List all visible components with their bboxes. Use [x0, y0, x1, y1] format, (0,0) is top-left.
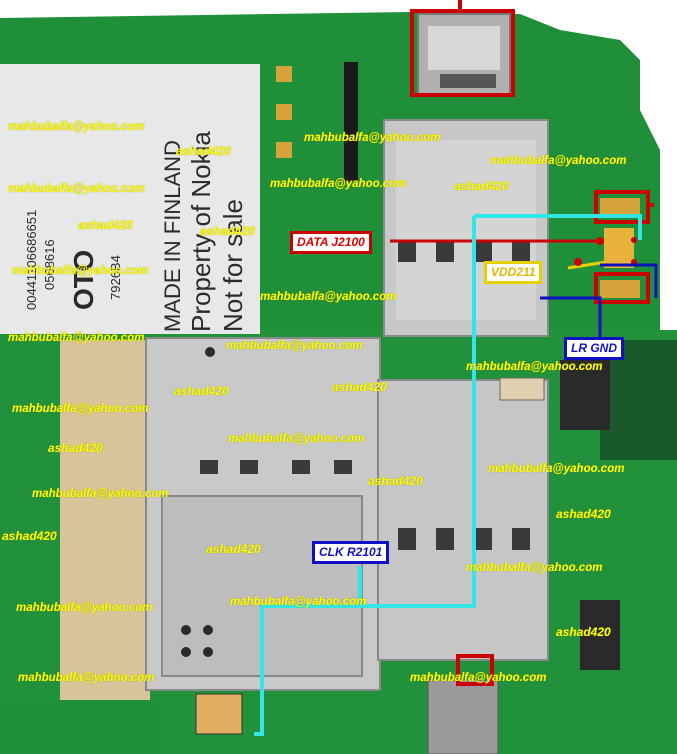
watermark-name: ashad420 [48, 441, 103, 455]
watermark-email: mahbubalfa@yahoo.com [8, 121, 145, 133]
watermark-email: mahbubalfa@yahoo.com [466, 562, 603, 574]
lr-gnd-label: LR GND [564, 337, 624, 360]
watermark-email: mahbubalfa@yahoo.com [228, 433, 365, 445]
clk-r2101-label: CLK R2101 [312, 541, 390, 564]
watermark-email: mahbubalfa@yahoo.com [230, 596, 367, 608]
watermark-email: mahbubalfa@yahoo.com [410, 672, 547, 684]
sticker-code-4: 7926B4 [108, 255, 123, 300]
sticker-made-in: MADE IN FINLAND [160, 140, 185, 332]
watermark-email: mahbubalfa@yahoo.com [490, 155, 627, 167]
watermark-name: ashad420 [556, 625, 611, 639]
watermark-email: mahbubalfa@yahoo.com [12, 403, 149, 415]
watermark-name: ashad420 [206, 542, 261, 556]
data-j2100-label: DATA J2100 [290, 231, 372, 254]
product-sticker [0, 64, 260, 334]
watermark-name: ashad420 [368, 474, 423, 488]
sticker-code-1: 00441106686651 [24, 209, 39, 310]
vdd211-label: VDD211 [484, 261, 543, 284]
watermark-name: ashad420 [454, 179, 509, 193]
watermark-email: mahbubalfa@yahoo.com [270, 178, 407, 190]
watermark-email: mahbubalfa@yahoo.com [226, 340, 363, 352]
watermark-email: mahbubalfa@yahoo.com [32, 488, 169, 500]
watermark-email: mahbubalfa@yahoo.com [8, 332, 145, 344]
watermark-name: ashad420 [332, 380, 387, 394]
sticker-not-for-sale: Not for sale [218, 199, 248, 332]
watermark-name: ashad420 [200, 224, 255, 238]
watermark-email: mahbubalfa@yahoo.com [260, 291, 397, 303]
watermark-email: mahbubalfa@yahoo.com [18, 672, 155, 684]
watermark-email: mahbubalfa@yahoo.com [8, 183, 145, 195]
watermark-email: mahbubalfa@yahoo.com [12, 265, 149, 277]
watermark-name: ashad420 [556, 507, 611, 521]
watermark-email: mahbubalfa@yahoo.com [488, 463, 625, 475]
watermark-name: ashad420 [2, 529, 57, 543]
watermark-email: mahbubalfa@yahoo.com [304, 132, 441, 144]
sticker-code-3: OTO [68, 249, 99, 310]
watermark-name: ashad420 [174, 384, 229, 398]
watermark-email: mahbubalfa@yahoo.com [16, 602, 153, 614]
watermark-email: mahbubalfa@yahoo.com [466, 361, 603, 373]
watermark-name: ashad420 [78, 218, 133, 232]
watermark-name: ashad420 [176, 144, 231, 158]
